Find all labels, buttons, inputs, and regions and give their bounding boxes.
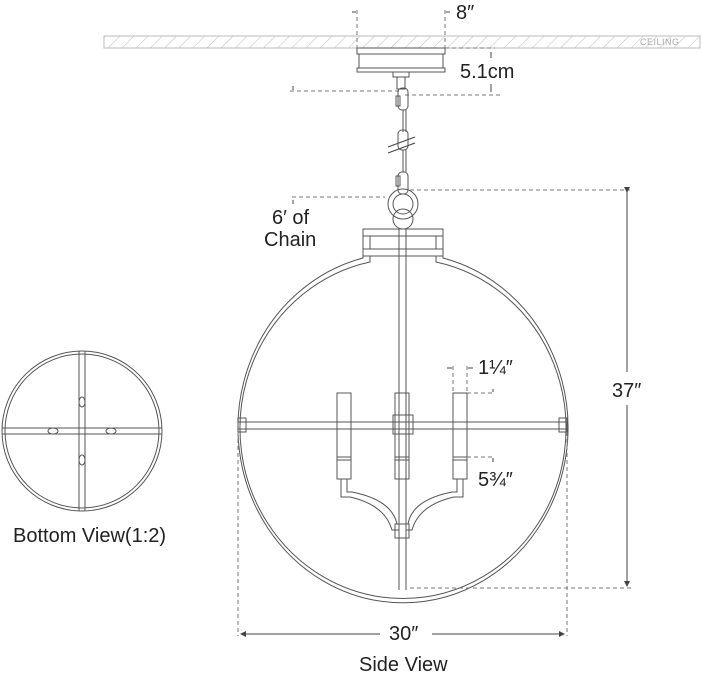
bottom-view-drawing: [1, 350, 163, 512]
ceiling: [103, 35, 701, 49]
overall-width-label: 30″: [389, 623, 419, 645]
overall-height-dimension: [410, 187, 632, 589]
chain: [387, 87, 419, 230]
overall-height-label: 37″: [612, 380, 642, 402]
canopy-height-label: 5.1cm: [460, 61, 515, 83]
candle-width-dimension: [447, 366, 495, 394]
ceiling-label: CEILING: [640, 37, 680, 47]
canopy-width-dimension: [352, 10, 450, 48]
canopy: [356, 47, 446, 90]
side-view-caption: Side View: [359, 654, 448, 676]
candle-height-dimension: [467, 456, 495, 462]
candle-width-label: 1¼″: [478, 357, 513, 379]
chain-dimension: [292, 189, 630, 204]
chain-length-label-line2: Chain: [264, 229, 317, 251]
overall-width-dimension: [237, 432, 568, 637]
candle-height-label: 5¾″: [478, 469, 513, 491]
lantern-body: [237, 228, 569, 604]
canopy-width-label: 8″: [456, 2, 475, 24]
bottom-view-caption: Bottom View(1:2): [13, 525, 167, 547]
canopy-height-dimension: [290, 47, 500, 96]
chain-length-label-line1: 6′ of: [272, 207, 310, 229]
